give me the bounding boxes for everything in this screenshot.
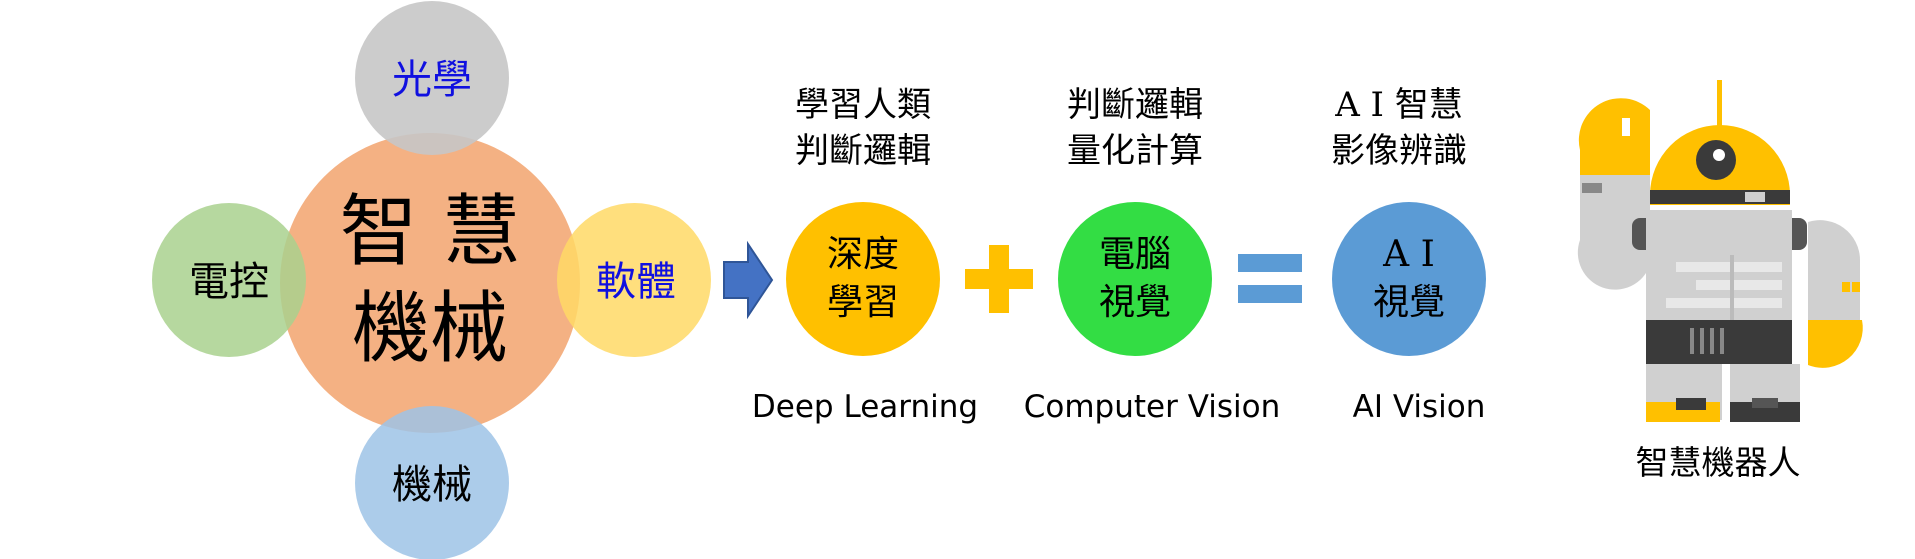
deep-learning-english: Deep Learning [752, 389, 978, 425]
core-label-line2: 機械 [352, 284, 508, 374]
right-arrow-icon [723, 240, 774, 320]
robot-caption: 智慧機器人 [1636, 443, 1801, 482]
smart-machinery-cluster: 智 慧 機械 光學 電控 軟體 機械 [152, 1, 711, 559]
deep-learning-label-line2: 學習 [827, 282, 899, 323]
satellite-right-label: 軟體 [596, 259, 676, 305]
step1-caption-line2: 判斷邏輯 [795, 131, 931, 171]
core-label-line1: 智 慧 [340, 187, 521, 277]
ai-vision-circle [1332, 202, 1486, 356]
satellite-left-circle [152, 203, 306, 357]
step3-caption-line2: 影像辨識 [1331, 131, 1467, 171]
equals-icon [1238, 254, 1302, 303]
step2-caption-line1: 判斷邏輯 [1067, 85, 1203, 125]
satellite-bottom-circle [355, 406, 509, 559]
deep-learning-circle [786, 202, 940, 356]
ai-vision-label-line2: 視覺 [1373, 282, 1445, 323]
core-circle [280, 133, 580, 433]
computer-vision-label-line2: 視覺 [1099, 282, 1171, 323]
step3-caption-line1: A I 智慧 [1334, 85, 1463, 125]
step1-caption-line1: 學習人類 [795, 85, 931, 125]
satellite-left-label: 電控 [189, 259, 269, 305]
satellite-top-label: 光學 [392, 57, 472, 103]
ai-vision-english: AI Vision [1353, 389, 1486, 425]
plus-icon [965, 245, 1033, 313]
step2-caption-line2: 量化計算 [1067, 131, 1203, 171]
equation: 學習人類 判斷邏輯 深度 學習 Deep Learning 判斷邏輯 量化計算 … [752, 85, 1486, 425]
satellite-top-circle [355, 1, 509, 155]
ai-vision-label-line1: A I [1382, 234, 1435, 275]
computer-vision-label-line1: 電腦 [1099, 234, 1171, 275]
satellite-right-circle [557, 203, 711, 357]
satellite-bottom-label: 機械 [392, 462, 472, 508]
computer-vision-english: Computer Vision [1024, 389, 1280, 425]
deep-learning-label-line1: 深度 [827, 234, 899, 275]
computer-vision-circle [1058, 202, 1212, 356]
robot-icon [1577, 80, 1863, 422]
